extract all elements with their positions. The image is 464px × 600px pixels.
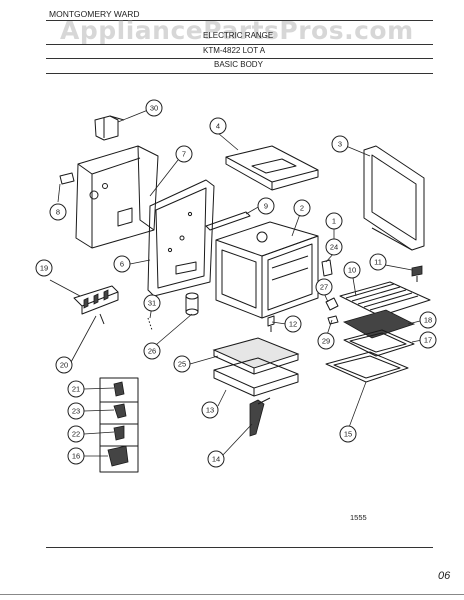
callout-13: 13 (201, 401, 219, 419)
part-door-frame (363, 145, 425, 251)
callout-2: 2 (293, 199, 311, 217)
callout-15: 15 (339, 425, 357, 443)
svg-text:9: 9 (264, 202, 268, 211)
callout-31: 31 (143, 294, 161, 312)
part-small-tab (59, 172, 75, 185)
svg-text:17: 17 (424, 336, 432, 345)
part-foot (411, 265, 423, 282)
part-oven-rack (339, 281, 431, 317)
part-clip (325, 297, 339, 311)
svg-text:6: 6 (120, 260, 124, 269)
svg-text:8: 8 (56, 208, 60, 217)
part-bracket (94, 115, 125, 141)
diagram-title: ELECTRIC RANGE (203, 31, 274, 40)
callout-21: 21 (67, 380, 85, 398)
callout-30: 30 (145, 99, 163, 117)
part-top-panel (225, 145, 319, 191)
svg-text:30: 30 (150, 104, 158, 113)
callout-17: 17 (419, 331, 437, 349)
svg-text:12: 12 (289, 320, 297, 329)
svg-text:21: 21 (72, 385, 80, 394)
svg-text:25: 25 (178, 360, 186, 369)
part-cylinder (185, 292, 199, 316)
footer-rule (46, 547, 433, 548)
callout-12: 12 (284, 315, 302, 333)
part-small-clip (327, 315, 339, 325)
svg-text:1: 1 (332, 217, 336, 226)
header-rule-2 (46, 58, 433, 59)
corner-mark: 06 (438, 570, 451, 582)
callout-16: 16 (67, 447, 85, 465)
part-drawer-liner (325, 351, 409, 383)
part-strip (205, 211, 251, 231)
part-drawer-body (213, 357, 299, 397)
part-drawer-bracket (249, 397, 271, 437)
callout-24: 24 (325, 238, 343, 256)
callout-23: 23 (67, 402, 85, 420)
svg-text:7: 7 (182, 150, 186, 159)
svg-text:2: 2 (300, 204, 304, 213)
callout-1: 1 (325, 212, 343, 230)
svg-text:15: 15 (344, 430, 352, 439)
part-terminal-block (73, 285, 119, 325)
svg-text:18: 18 (424, 316, 432, 325)
svg-text:20: 20 (60, 361, 68, 370)
callout-19: 19 (35, 259, 53, 277)
svg-text:13: 13 (206, 406, 214, 415)
svg-text:22: 22 (72, 430, 80, 439)
svg-text:29: 29 (322, 337, 330, 346)
svg-text:31: 31 (148, 299, 156, 308)
svg-text:11: 11 (374, 258, 382, 267)
callout-6: 6 (113, 255, 131, 273)
page-code: 1555 (350, 513, 367, 522)
callout-27: 27 (315, 278, 333, 296)
part-screw (147, 317, 153, 331)
svg-text:16: 16 (72, 452, 80, 461)
callout-22: 22 (67, 425, 85, 443)
svg-text:19: 19 (40, 264, 48, 273)
svg-text:3: 3 (338, 140, 342, 149)
callout-18: 18 (419, 311, 437, 329)
part-back-panel (75, 145, 159, 249)
header-rule-top (46, 20, 433, 21)
callout-25: 25 (173, 355, 191, 373)
part-broiler-grid (342, 309, 416, 339)
part-side-panel (147, 179, 215, 297)
section-title: BASIC BODY (214, 60, 263, 69)
callout-29: 29 (317, 332, 335, 350)
header-rule-3 (46, 73, 433, 74)
callout-20: 20 (55, 356, 73, 374)
part-broiler-pan (343, 329, 415, 357)
callout-14: 14 (207, 450, 225, 468)
bottom-rule (0, 594, 464, 595)
watermark: AppliancePartsPros.com (60, 16, 414, 45)
part-leveling-foot (267, 315, 275, 332)
svg-text:23: 23 (72, 407, 80, 416)
callout-26: 26 (143, 342, 161, 360)
small-parts-box (99, 377, 139, 473)
svg-text:24: 24 (330, 243, 338, 252)
svg-text:14: 14 (212, 455, 220, 464)
callout-7: 7 (175, 145, 193, 163)
brand-name: MONTGOMERY WARD (49, 9, 140, 19)
callout-3: 3 (331, 135, 349, 153)
part-small-rod (321, 259, 333, 277)
callout-8: 8 (49, 203, 67, 221)
model-number: KTM-4822 LOT A (203, 46, 266, 55)
header-rule-1 (46, 44, 433, 45)
part-oven-body (215, 221, 319, 319)
callout-9: 9 (257, 197, 275, 215)
svg-text:26: 26 (148, 347, 156, 356)
svg-text:10: 10 (348, 266, 356, 275)
svg-text:27: 27 (320, 283, 328, 292)
leader-lines (49, 109, 423, 457)
svg-text:4: 4 (216, 122, 220, 131)
callout-4: 4 (209, 117, 227, 135)
callout-10: 10 (343, 261, 361, 279)
callout-11: 11 (369, 253, 387, 271)
